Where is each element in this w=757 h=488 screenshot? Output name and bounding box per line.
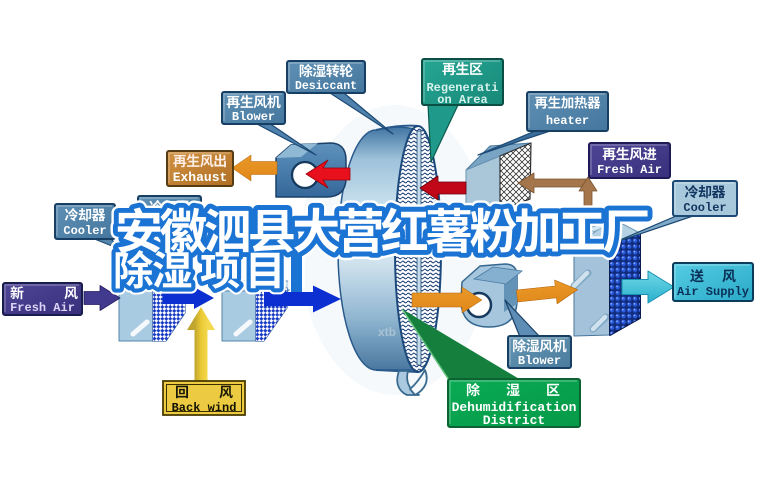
svg-text:Fresh Air: Fresh Air — [597, 163, 662, 177]
svg-text:xtb: xtb — [378, 325, 396, 339]
svg-text:heater: heater — [546, 114, 589, 128]
svg-text:Exhaust: Exhaust — [173, 170, 228, 185]
svg-text:Regenerati: Regenerati — [426, 81, 498, 95]
svg-text:Blower: Blower — [232, 110, 275, 124]
svg-text:Fresh Air: Fresh Air — [10, 301, 75, 315]
svg-text:District: District — [483, 413, 545, 428]
svg-text:Cooler: Cooler — [63, 224, 106, 238]
svg-text:Back wind: Back wind — [172, 401, 237, 415]
svg-text:Dehumidification: Dehumidification — [452, 400, 577, 415]
svg-text:Desiccant: Desiccant — [295, 80, 357, 93]
svg-text:Air Supply: Air Supply — [677, 285, 749, 299]
svg-text:Cooler: Cooler — [683, 201, 726, 215]
svg-text:on Area: on Area — [437, 93, 487, 107]
svg-text:Blower: Blower — [518, 354, 561, 368]
